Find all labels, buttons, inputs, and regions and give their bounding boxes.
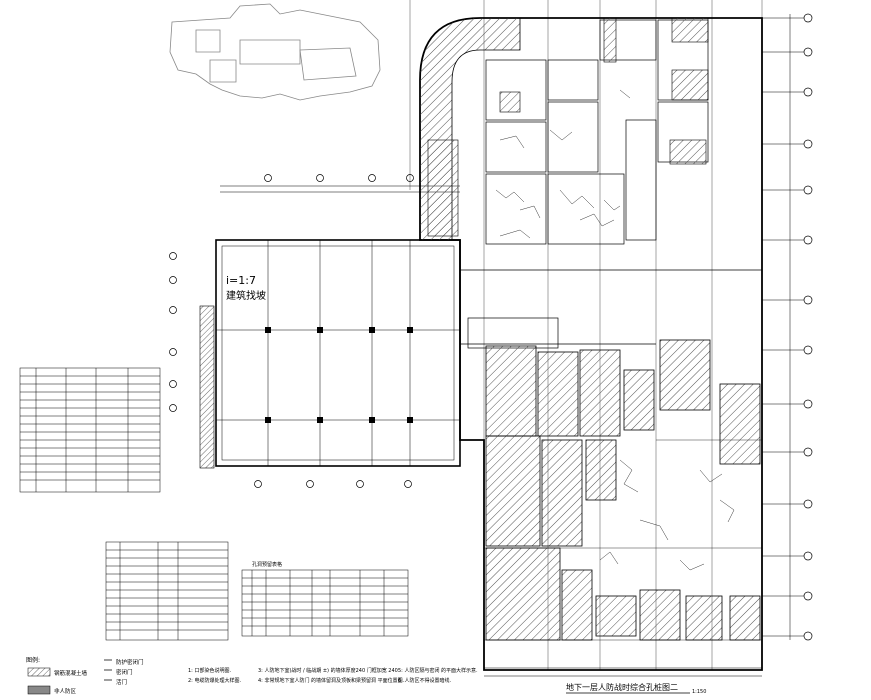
small-parameter-table xyxy=(19,367,161,493)
core-hatched-rooms xyxy=(499,17,709,165)
door-symbol-icon xyxy=(104,659,112,681)
legend-swatch-concrete xyxy=(27,667,51,677)
drawing-scale: 1:150 xyxy=(692,689,706,695)
title-block: 地下一层人防战时综合孔桩图二 1:150 xyxy=(566,682,706,695)
legend-item-valve: 活门 xyxy=(116,678,127,686)
lower-detail-lines xyxy=(484,439,762,641)
legend-item-non-civil: 非人防区 xyxy=(54,687,77,695)
right-axis-bubbles xyxy=(803,13,813,641)
grid-axis-bubbles xyxy=(169,174,414,488)
legend: 图例: 钢筋混凝土墙 非人防区 防护密闭门 密闭门 活门 xyxy=(26,656,144,695)
core-rooms xyxy=(460,19,762,349)
equipment-table: 孔洞预留表格 xyxy=(241,561,409,637)
key-plan-thumbnail xyxy=(169,3,381,101)
note-2: 2: 电缆防爆处理大样图. xyxy=(188,677,241,684)
legend-item-protective-door: 防护密闭门 xyxy=(116,658,144,666)
note-3: 3: 人防地下室(战时 / 临战期 ±) 的墙体厚度240 门框加宽 240. xyxy=(258,667,400,674)
note-1: 1: 口部染色说明图. xyxy=(188,667,231,674)
ramp-ratio: i=1:7 xyxy=(226,274,256,287)
legend-swatch-non-civil xyxy=(27,685,51,695)
legend-item-sealed-door: 密闭门 xyxy=(116,668,133,676)
ramp-label: 建筑找坡 xyxy=(226,289,266,302)
legend-item-concrete: 钢筋混凝土墙 xyxy=(54,669,88,677)
drawing-title: 地下一层人防战时综合孔桩图二 xyxy=(566,682,678,692)
note-6: 6: 人防区不得设置暗线. xyxy=(398,677,451,684)
ramp-annotation: i=1:7 建筑找坡 xyxy=(226,274,266,302)
door-schedule-table xyxy=(105,541,229,641)
vertical-grid-lines xyxy=(409,0,763,670)
civil-defence-zone xyxy=(485,339,761,641)
legend-heading: 图例: xyxy=(26,656,40,664)
main-building-outline xyxy=(419,17,763,671)
core-detail-lines xyxy=(495,89,631,239)
general-notes: 1: 口部染色说明图. 2: 电缆防爆处理大样图. 3: 人防地下室(战时 / … xyxy=(188,667,478,684)
right-grid-lines xyxy=(762,14,804,640)
equipment-table-title: 孔洞预留表格 xyxy=(252,561,282,568)
note-5: 5: 人防区隔与密闭 的平面大样示意. xyxy=(398,667,478,674)
note-4: 4: 非常规地下室人防门 的墙体留洞及顶板和梁预留洞 平面位置图. xyxy=(258,677,405,684)
left-parking-block xyxy=(199,239,461,469)
